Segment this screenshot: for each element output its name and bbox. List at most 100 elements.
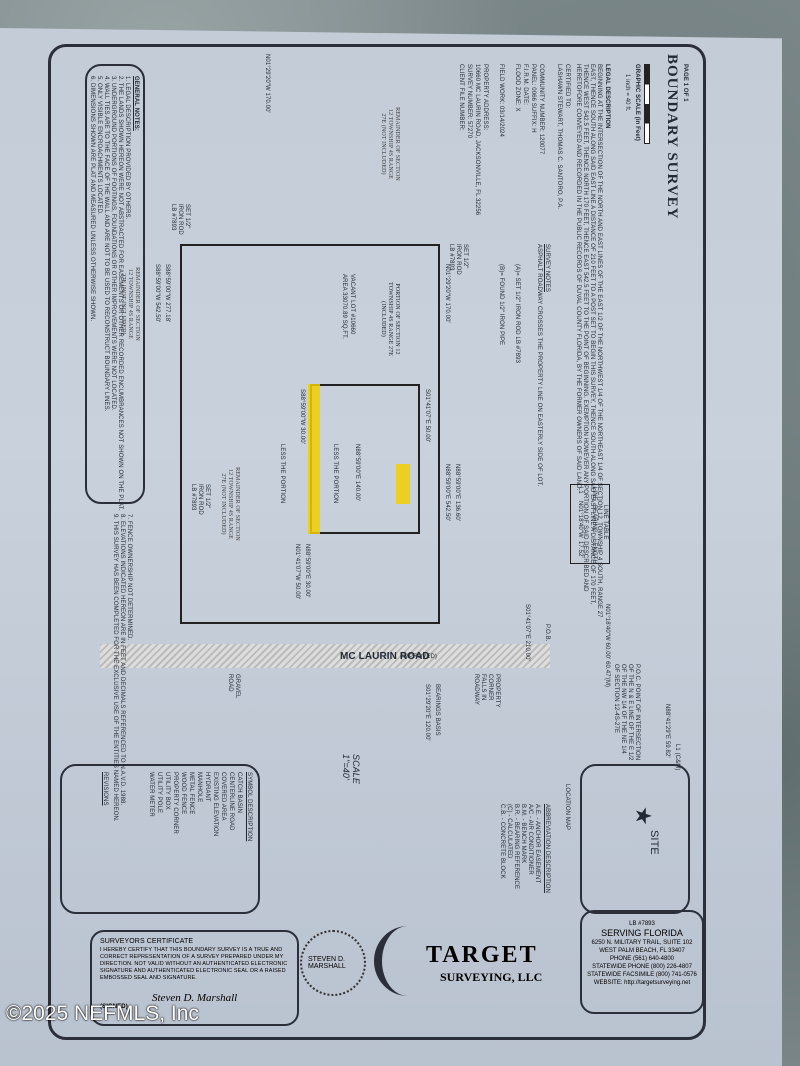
symbol-item: EXISTING ELEVATION [212,772,218,837]
bearing-label: S88°59'00"W 30.00' [299,389,305,444]
symbol-item: WOOD FENCE [180,772,186,815]
company-statewide-phone: STATEWIDE PHONE (800) 226-4807 [592,964,692,970]
site-label: SITE [648,830,660,855]
line-table-title: LINE TABLE [602,505,608,540]
excluded-portion-boundary [310,384,420,534]
page-number: PAGE 1 OF 1 [682,64,688,102]
bearing-label: N01°41'07"W 50.00' [294,544,300,600]
scale-label: SCALE [351,754,361,785]
bearing-label: N88°41'29"E 59.82' [664,704,670,758]
company-contact-box: LB #7893 SERVING FLORIDA 6250 N. MILITAR… [580,910,704,1014]
client-file-number: CLIENT FILE NUMBER: [458,64,464,131]
survey-title: BOUNDARY SURVEY [664,54,680,220]
line-table: LINE TABLE LINE BEARING LENGTH L1 N01°18… [570,484,610,564]
bearing-label: N88°59'00"E 30.00' [304,544,310,598]
symbols-heading: SYMBOL DESCRIPTION [246,772,252,842]
company-phone: PHONE (561) 640-4800 [609,956,675,962]
company-website: WEBSITE: http://targetsurveying.net [593,980,691,986]
company-logo: TARGET SURVEYING, LLC [370,920,570,1008]
line-table-header: LINE [591,487,597,501]
line-table-header: BEARING [591,505,597,533]
company-serving: SERVING FLORIDA [601,928,683,938]
area-label: AREA 33070.89 SQ.FT. [341,274,347,340]
key-b: (B)= FOUND 1/2" IRON PIPE [498,264,504,346]
symbol-item: WATER METER [148,772,154,817]
bearing-label: S88°59'00"W 277.18' [164,264,170,323]
abbreviation-item: B.M. - BENCH MARK [520,804,526,864]
company-name: TARGET [426,942,538,968]
poc-label: P.O.C. POINT OF INTERSECTION OF THE N & … [613,664,640,761]
company-address2: WEST PALM BEACH, FL 33407 [599,948,685,954]
line-table-cell: N01°18'40"W [577,501,583,538]
bearings-basis: BEARINGS BASIS [434,684,440,736]
legal-heading: LEGAL DESCRIPTION [604,64,610,129]
bearing-label: S01°41'07"E 50.00' [424,389,430,443]
location-map-heading: LOCATION MAP [564,784,570,831]
highlight-mark [308,384,320,534]
less-portion-label: LESS THE PORTION [279,444,285,504]
location-map: ★ SITE [580,764,690,914]
symbol-item: HYDRANT [204,772,210,802]
community-number: COMMUNITY NUMBER: 120077 [538,64,544,155]
logo-swoosh-icon [374,926,442,996]
general-note: 4. WALL TIES ARE TO THE FACE OF THE WALL… [103,76,109,412]
abbreviation-item: A.E. - ANCHOR EASEMENT [534,804,540,884]
key-a: (A)= SET 1/2" IRON ROD LB #7893 [514,264,520,363]
survey-paper [0,28,782,1066]
set-rod-label: SET 1/2" IRON ROD LB #7893 [170,204,190,235]
less-portion-label: LESS THE PORTION [332,444,338,504]
field-work: FIELD WORK: 03/14/2024 [498,64,504,137]
set-rod-label: SET 1/2" IRON ROD LB #7893 [448,244,468,275]
scale-value: 1"=40' [341,754,351,780]
symbols-box: SYMBOL DESCRIPTION CATCH BASIN CENTERLIN… [60,764,260,914]
bearing-label: N88°59'00"E 136.60' [454,464,460,522]
surveyor-seal: STEVEN D. MARSHALL [300,930,366,996]
set-rod-label: SET 1/2" IRON ROD LB #7893 [190,484,210,515]
flood-zone: FLOOD ZONE: X [514,64,520,112]
symbol-item: COVERED AREA [220,772,226,821]
general-note: 6. DIMENSIONS SHOWN ARE PLAT AND MEASURE… [89,76,95,322]
symbol-item: MANHOLE [196,772,202,803]
company-statewide-fax: STATEWIDE FACSIMILE (800) 741-0576 [587,972,697,978]
symbol-item: METAL FENCE [188,772,194,815]
surveyor-certificate-box: SURVEYORS CERTIFICATE I HEREBY CERTIFY T… [90,930,299,1026]
general-notes-extra: 7. FENCE OWNERSHIP NOT DETERMINED. 8. EL… [85,514,145,822]
general-note: 7. FENCE OWNERSHIP NOT DETERMINED. [126,514,132,641]
signature: Steven D. Marshall [152,992,238,1004]
company-address1: 6250 N. MILITARY TRAIL, SUITE 102 [591,940,693,946]
remainder-label: REMAINDER OF SECTION 12 TOWNSHIP 4S RANG… [380,107,400,181]
abbreviation-item: C.B. - CONCRETE BLOCK [499,804,505,879]
property-corner-note: PROPERTY CORNER FALLS IN ROADWAY [473,674,500,708]
included-portion-label: PORTION OF SECTION 12 TOWNSHIP 4S RANGE … [380,282,400,356]
pob-label: P.O.B. [544,624,550,642]
general-note: 2. THE LANDS SHOWN HEREON WERE NOT ABSTR… [117,76,123,511]
road-note: (IMPROVED) [400,654,437,660]
general-note: 5. ONLY VISIBLE ENCROACHMENTS LOCATED. [96,76,102,215]
general-note: 8. ELEVATIONS INDICATED HEREON ARE IN FE… [119,514,125,806]
symbol-item: UTILITY BOX [164,772,170,810]
abbreviation-item: B.R. - BEARING REFERENCE [513,804,519,890]
survey-sheet-border [48,44,706,1040]
bearing-label: N88°59'00"E 542.50' [444,464,450,522]
certified-heading: CERTIFIED TO: [564,64,570,109]
graphic-scale-bar [644,64,650,144]
general-note: 9. THIS SURVEY HAS BEEN COMPLETED FOR TH… [112,514,118,822]
firm-date: F.I.R.M. DATE: [522,64,528,105]
company-sub: SURVEYING, LLC [440,970,543,984]
bearing-label: S01°41'07"E 210.00' [524,604,530,661]
bearing-label: S88°59'00"W 542.50' [154,264,160,323]
abbreviation-item: (C) - CALCULATED [506,804,512,859]
survey-notes-heading: SURVEY NOTES [544,244,550,292]
remainder-label: REMAINDER OF SECTION 12 TOWNSHIP 4S RANG… [220,467,240,541]
general-notes-heading: GENERAL NOTES: [133,76,139,131]
copyright-watermark: ©2025 NEFMLS, Inc [6,1002,199,1025]
site-star-icon: ★ [631,806,656,826]
line-table-cell: L1 [577,487,583,494]
property-address-label: PROPERTY ADDRESS: [482,64,488,131]
highlight-mark [396,464,410,504]
company-lb: LB #7893 [629,921,655,927]
symbol-item: CENTERLINE ROAD [228,772,234,831]
signed-label: (SIGNED) [100,1004,128,1010]
graphic-scale-value: 1 inch = 40 ft. [624,74,630,112]
certificate-heading: SURVEYORS CERTIFICATE [100,938,194,945]
